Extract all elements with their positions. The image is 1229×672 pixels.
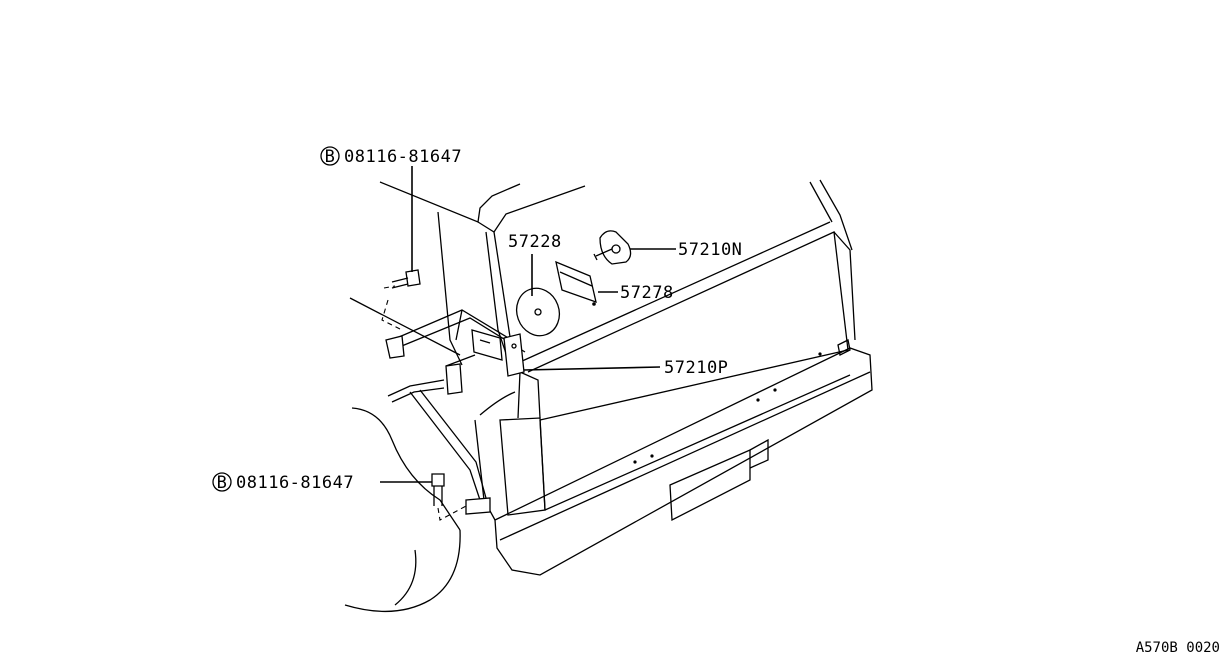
plate-57278 [555,260,597,306]
carrier-hub-57210n [593,230,632,265]
bracket-57210p [503,333,525,377]
part-label-57210p: 57210P [664,358,728,378]
spare-tire-cover-57228 [515,287,561,337]
part-label-57210n: 57210N [678,240,742,260]
reference-code: A570B 0020 [1136,640,1220,656]
leader-lines [380,166,676,483]
vehicle-body [344,179,873,613]
part-label-57228: 57228 [508,232,562,252]
callout-bolt-bottom: B 08116-81647 [212,472,354,493]
bolt-prefix-bottom: B [217,473,228,493]
spare-tire-carrier-frame [385,309,526,515]
callout-bolt-top: B 08116-81647 [320,146,462,167]
bolt-top [381,269,421,331]
bolt-prefix-top: B [325,147,336,167]
part-label-57278: 57278 [620,283,674,303]
bolt-part-number-bottom: 08116-81647 [236,473,354,493]
bolt-part-number-top: 08116-81647 [344,147,462,167]
